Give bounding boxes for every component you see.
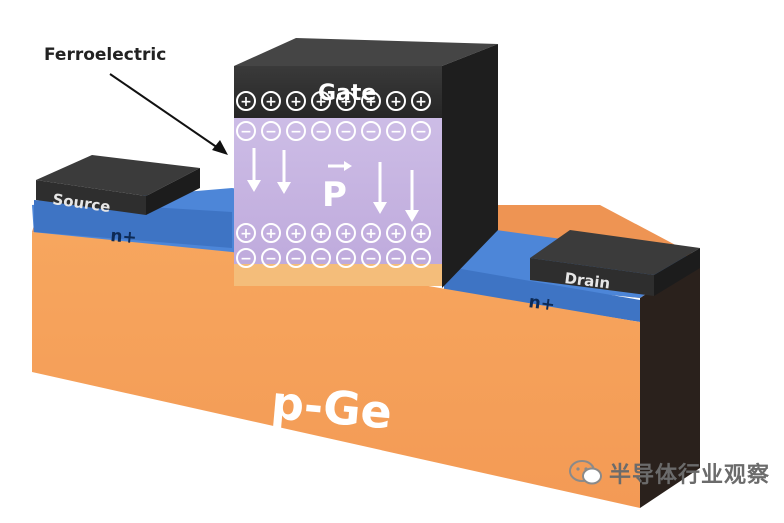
- bottom-charge-circle: [411, 248, 431, 268]
- lower-charge-circle: [236, 223, 256, 243]
- polarization-arrow-head: [247, 180, 261, 192]
- bottom-charge-symbol: −: [340, 251, 352, 267]
- bottom-charge-circle: [361, 248, 381, 268]
- upper-charge-circle: [261, 121, 281, 141]
- source-contact-top: [36, 155, 200, 196]
- polarization-arrow-head: [373, 202, 387, 214]
- n-plus-right-label: n+: [527, 292, 556, 315]
- upper-charge-symbol: −: [415, 124, 427, 140]
- top-charge-symbol: +: [315, 94, 327, 110]
- drain-label: Drain: [564, 269, 612, 292]
- lower-charge-symbol: +: [415, 226, 427, 242]
- top-charge-symbol: +: [340, 94, 352, 110]
- lower-charge-circle: [311, 223, 331, 243]
- upper-charge-symbol: −: [265, 124, 277, 140]
- upper-charge-symbol: −: [315, 124, 327, 140]
- drain-contact-top: [530, 230, 700, 275]
- lower-charge-circle: [361, 223, 381, 243]
- upper-charge-symbol: −: [340, 124, 352, 140]
- lower-charge-symbol: +: [265, 226, 277, 242]
- charge-rows: ++++++++−−−−−−−−++++++++−−−−−−−−: [236, 91, 431, 268]
- source-contact-side: [146, 168, 200, 215]
- bottom-charge-circle: [336, 248, 356, 268]
- upper-charge-circle: [361, 121, 381, 141]
- upper-charge-circle: [386, 121, 406, 141]
- wechat-logo-icon: [568, 460, 602, 485]
- bottom-charge-circle: [261, 248, 281, 268]
- watermark: 半导体行业观察: [568, 457, 770, 489]
- top-charge-circle: [236, 91, 256, 111]
- bottom-charge-symbol: −: [365, 251, 377, 267]
- top-charge-symbol: +: [390, 94, 402, 110]
- top-charge-circle: [261, 91, 281, 111]
- polarization-arrow-head: [277, 182, 291, 194]
- top-charge-symbol: +: [240, 94, 252, 110]
- top-charge-circle: [361, 91, 381, 111]
- upper-charge-circle: [336, 121, 356, 141]
- top-charge-circle: [336, 91, 356, 111]
- lower-charge-circle: [386, 223, 406, 243]
- drain-contact-front: [530, 258, 654, 296]
- top-charge-circle: [386, 91, 406, 111]
- watermark-text: 半导体行业观察: [608, 463, 770, 488]
- ferroelectric-pointer-line: [109, 73, 219, 149]
- n-plus-right-strip: [444, 266, 640, 322]
- lower-charge-symbol: +: [290, 226, 302, 242]
- top-charge-circle: [411, 91, 431, 111]
- upper-charge-circle: [286, 121, 306, 141]
- substrate-side-face: [640, 258, 700, 508]
- ferroelectric-label: Ferroelectric: [44, 45, 166, 65]
- polarization-arrows: [247, 148, 419, 222]
- bottom-charge-circle: [311, 248, 331, 268]
- substrate-label: p-Ge: [269, 375, 394, 439]
- lower-charge-circle: [336, 223, 356, 243]
- upper-charge-circle: [311, 121, 331, 141]
- lower-charge-symbol: +: [240, 226, 252, 242]
- bottom-charge-symbol: −: [265, 251, 277, 267]
- ferroelectric-pointer-head: [212, 140, 228, 155]
- lower-charge-symbol: +: [340, 226, 352, 242]
- bottom-charge-symbol: −: [315, 251, 327, 267]
- bottom-charge-strip: [234, 264, 442, 286]
- upper-charge-symbol: −: [390, 124, 402, 140]
- upper-charge-symbol: −: [240, 124, 252, 140]
- upper-charge-symbol: −: [365, 124, 377, 140]
- top-charge-circle: [311, 91, 331, 111]
- top-charge-symbol: +: [290, 94, 302, 110]
- bottom-charge-symbol: −: [415, 251, 427, 267]
- bottom-charge-symbol: −: [290, 251, 302, 267]
- drain-contact-side: [654, 248, 700, 296]
- polarization-label: P: [322, 175, 347, 215]
- bottom-charge-circle: [236, 248, 256, 268]
- lower-charge-circle: [286, 223, 306, 243]
- lower-charge-symbol: +: [365, 226, 377, 242]
- upper-charge-circle: [236, 121, 256, 141]
- gate-metal-top: [234, 38, 498, 66]
- top-charge-symbol: +: [265, 94, 277, 110]
- lower-charge-symbol: +: [390, 226, 402, 242]
- top-charge-circle: [286, 91, 306, 111]
- bottom-charge-circle: [386, 248, 406, 268]
- top-charge-symbol: +: [365, 94, 377, 110]
- upper-charge-symbol: −: [290, 124, 302, 140]
- bottom-charge-circle: [286, 248, 306, 268]
- top-charge-symbol: +: [415, 94, 427, 110]
- upper-charge-circle: [411, 121, 431, 141]
- substrate-front-face: [32, 232, 640, 508]
- n-plus-left-label: n+: [110, 226, 138, 248]
- bottom-charge-symbol: −: [240, 251, 252, 267]
- n-plus-front-strip: [34, 200, 232, 248]
- source-contact-front: [36, 180, 146, 215]
- bottom-charge-symbol: −: [390, 251, 402, 267]
- lower-charge-symbol: +: [315, 226, 327, 242]
- gate-side-face: [442, 44, 498, 288]
- polarization-vector-icon: [328, 161, 352, 171]
- lower-charge-circle: [411, 223, 431, 243]
- polarization-arrow-head: [405, 210, 419, 222]
- lower-charge-circle: [261, 223, 281, 243]
